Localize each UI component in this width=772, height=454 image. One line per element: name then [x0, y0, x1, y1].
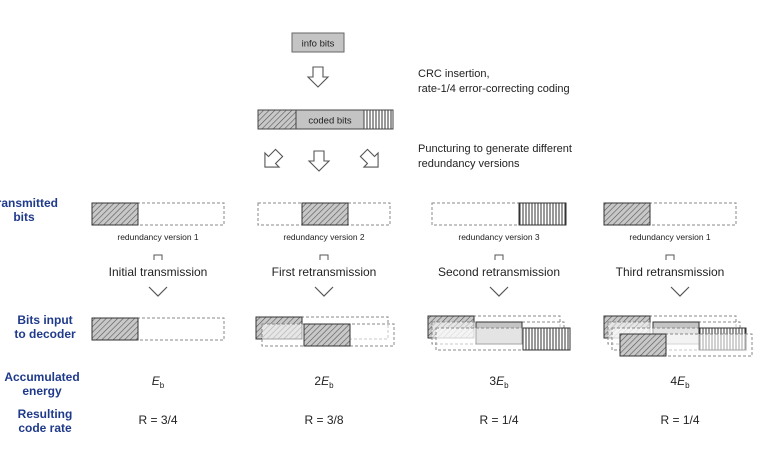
info-bits-label: info bits — [302, 39, 335, 50]
row-label-rate-2: code rate — [18, 421, 72, 435]
row-label-energy-1: Accumulated — [4, 370, 79, 384]
step2-text-line2: redundancy versions — [418, 158, 520, 170]
row-label-decoder-1: Bits input — [17, 313, 72, 327]
step1-text-line1: CRC insertion, — [418, 68, 490, 80]
row-label-energy-2: energy — [22, 384, 62, 398]
decoder-bits-combined-3 — [427, 315, 571, 351]
accumulated-energy: 2Eb — [314, 374, 334, 390]
bracket-icon — [153, 254, 163, 260]
decoder-bits-initial — [91, 317, 225, 341]
column-second-retransmission: redundancy version 3 Second retransmissi… — [427, 202, 571, 427]
accumulated-energy: 3Eb — [489, 374, 509, 390]
transmission-label: First retransmission — [272, 265, 377, 279]
transmitted-bits-rv2 — [257, 202, 391, 226]
step2-text-line1: Puncturing to generate different — [418, 143, 572, 155]
redundancy-version-label: redundancy version 1 — [117, 232, 199, 242]
down-arrow-icon — [307, 66, 329, 88]
transmission-label: Second retransmission — [438, 265, 560, 279]
code-rate: R = 3/4 — [138, 413, 177, 427]
column-first-retransmission: redundancy version 2 First retransmissio… — [255, 202, 395, 427]
row-label-rate-1: Resulting — [18, 407, 73, 421]
transmitted-bits-rv1 — [91, 202, 225, 226]
redundancy-version-label: redundancy version 3 — [458, 232, 540, 242]
bracket-icon — [494, 254, 504, 260]
redundancy-version-label: redundancy version 2 — [283, 232, 365, 242]
arrow-down-left-icon — [257, 145, 287, 175]
transmitted-bits-rv1-repeat — [603, 202, 737, 226]
code-rate: R = 3/8 — [304, 413, 343, 427]
info-bits-box: info bits — [291, 32, 345, 53]
coded-bits-label: coded bits — [308, 116, 352, 127]
decoder-bits-combined-2 — [255, 316, 395, 347]
chevron-down-icon — [489, 286, 509, 297]
transmission-label: Initial transmission — [109, 265, 208, 279]
row-label-transmitted-2: bits — [13, 210, 35, 224]
column-third-retransmission: redundancy version 1 Third retransmissio… — [603, 202, 753, 427]
row-label-transmitted-1: Transmitted — [0, 196, 58, 210]
chevron-down-icon — [314, 286, 334, 297]
bracket-icon — [665, 254, 675, 260]
column-initial: redundancy version 1 Initial transmissio… — [91, 202, 225, 427]
step1-text-line2: rate-1/4 error-correcting coding — [418, 83, 570, 95]
row-label-decoder-2: to decoder — [14, 327, 76, 341]
arrow-down-icon — [308, 150, 330, 172]
transmission-label: Third retransmission — [616, 265, 725, 279]
transmitted-bits-rv3 — [431, 202, 567, 226]
bracket-icon — [319, 254, 329, 260]
redundancy-version-label: redundancy version 1 — [629, 232, 711, 242]
decoder-bits-combined-4 — [603, 315, 753, 357]
accumulated-energy: 4Eb — [670, 374, 690, 390]
arrow-down-right-icon — [356, 145, 386, 175]
code-rate: R = 1/4 — [660, 413, 699, 427]
accumulated-energy: Eb — [152, 374, 165, 390]
chevron-down-icon — [670, 286, 690, 297]
code-rate: R = 1/4 — [479, 413, 518, 427]
coded-bits-box: coded bits — [257, 109, 394, 130]
chevron-down-icon — [148, 286, 168, 297]
